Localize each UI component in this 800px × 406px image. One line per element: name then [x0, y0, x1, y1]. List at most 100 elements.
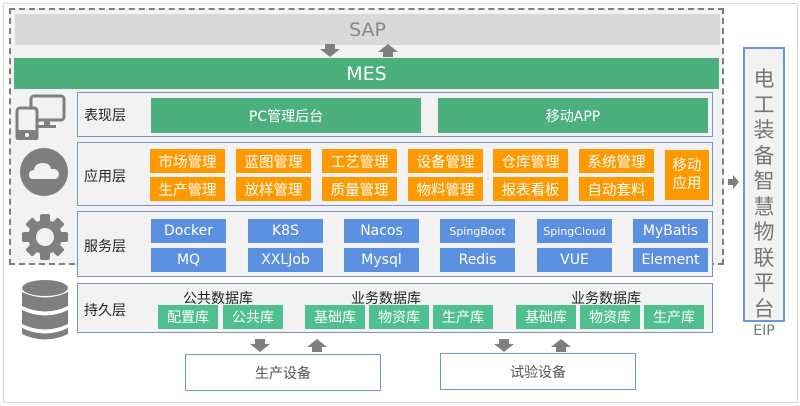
- app-module-label: 仓库管理: [501, 154, 560, 171]
- db-item[interactable]: 基础库: [516, 305, 576, 329]
- devices-icon: [15, 94, 66, 140]
- db-item-label: 基础库: [525, 310, 567, 326]
- app-module[interactable]: 蓝图管理: [236, 149, 311, 173]
- arrow-right-icon: [728, 175, 739, 189]
- db-item[interactable]: 物资库: [580, 305, 640, 329]
- service-component[interactable]: Redis: [440, 248, 515, 272]
- platform-title-char: 物: [753, 220, 775, 244]
- sap-mes-arrows: [320, 44, 398, 57]
- db-item-label: 生产库: [442, 310, 484, 326]
- db-item-label: 生产库: [653, 310, 695, 326]
- platform-title-char: 台: [753, 296, 775, 321]
- arrow-down-icon: [494, 339, 514, 352]
- app-module[interactable]: 设备管理: [408, 149, 483, 173]
- device-arrows-left: [250, 339, 327, 352]
- platform-title-char: 平: [753, 271, 775, 295]
- platform-title-char: 慧: [753, 194, 775, 219]
- app-module-label: 生产管理: [158, 182, 217, 199]
- service-component[interactable]: MyBatis: [633, 219, 708, 243]
- mes-label: MES: [346, 62, 387, 85]
- app-module[interactable]: 报表看板: [493, 177, 568, 201]
- arrow-up-icon: [551, 339, 571, 352]
- db-item[interactable]: 生产库: [433, 305, 493, 329]
- app-module-label: 放样管理: [244, 182, 303, 199]
- db-item[interactable]: 基础库: [305, 305, 365, 329]
- db-item-label: 公共库: [232, 310, 274, 326]
- service-component-label: SpingCloud: [543, 224, 606, 238]
- mobile-application-line2: 应用: [672, 176, 702, 192]
- service-component[interactable]: K8S: [248, 219, 323, 243]
- service-component[interactable]: SpingBoot: [440, 219, 515, 243]
- service-component-label: Docker: [163, 223, 214, 239]
- production-equipment-label: 生产设备: [255, 365, 311, 382]
- app-module[interactable]: 工艺管理: [322, 149, 397, 173]
- db-item-label: 基础库: [314, 310, 356, 326]
- app-module-label: 工艺管理: [330, 154, 389, 171]
- db-item[interactable]: 生产库: [644, 305, 704, 329]
- service-component-label: VUE: [560, 252, 589, 268]
- layer-label-service: 服务层: [84, 239, 126, 255]
- test-equipment-box[interactable]: 试验设备: [440, 353, 636, 390]
- app-module-label: 物料管理: [416, 182, 475, 199]
- service-component-label: Nacos: [360, 223, 403, 239]
- app-module[interactable]: 质量管理: [322, 177, 397, 201]
- db-item[interactable]: 公共库: [223, 305, 283, 329]
- service-component[interactable]: Mysql: [344, 248, 419, 272]
- app-module-label: 质量管理: [330, 182, 389, 199]
- platform-title-char: 装: [753, 118, 775, 142]
- db-item-label: 物资库: [589, 310, 631, 326]
- app-module-label: 市场管理: [158, 154, 217, 171]
- service-component-label: MQ: [176, 252, 201, 268]
- service-component[interactable]: VUE: [537, 248, 612, 272]
- app-module-label: 蓝图管理: [244, 154, 303, 171]
- app-module-label: 报表看板: [501, 182, 560, 199]
- service-component[interactable]: Element: [633, 248, 708, 272]
- service-component[interactable]: Docker: [151, 219, 226, 243]
- arrow-up-icon: [307, 339, 327, 352]
- test-equipment-label: 试验设备: [510, 364, 566, 381]
- app-module[interactable]: 放样管理: [236, 177, 311, 201]
- db-group-title: 业务数据库: [351, 291, 421, 307]
- service-component-label: Redis: [458, 252, 497, 268]
- db-item[interactable]: 物资库: [369, 305, 429, 329]
- service-component[interactable]: XXLJob: [248, 248, 323, 272]
- mes-bar: MES: [14, 58, 719, 89]
- sap-bar: SAP: [15, 14, 720, 45]
- app-module[interactable]: 仓库管理: [493, 149, 568, 173]
- service-component-label: Mysql: [361, 252, 402, 268]
- platform-title-char: 工: [753, 92, 775, 117]
- arrow-down-icon: [320, 44, 340, 57]
- app-module[interactable]: 系统管理: [579, 149, 654, 173]
- layer-label-application: 应用层: [84, 169, 126, 185]
- platform-title-char: 智: [753, 169, 775, 193]
- service-component[interactable]: SpingCloud: [537, 219, 612, 243]
- db-group-title: 业务数据库: [571, 291, 641, 307]
- database-icon: [22, 280, 68, 340]
- app-module[interactable]: 生产管理: [150, 177, 225, 201]
- platform-eip-label: EIP: [753, 323, 775, 339]
- production-equipment-box[interactable]: 生产设备: [185, 354, 381, 391]
- layer-label-persistence: 持久层: [84, 303, 126, 319]
- service-component-label: SpingBoot: [449, 224, 506, 238]
- service-component-label: K8S: [272, 223, 299, 239]
- service-component[interactable]: Nacos: [344, 219, 419, 243]
- mobile-application-button[interactable]: 移动 应用: [665, 150, 709, 200]
- platform-title-char: 电: [753, 67, 775, 91]
- arrow-up-icon: [378, 44, 398, 57]
- mobile-app-button[interactable]: 移动APP: [438, 98, 708, 133]
- app-module-label: 系统管理: [587, 154, 646, 171]
- pc-admin-button[interactable]: PC管理后台: [151, 98, 421, 133]
- app-module[interactable]: 自动套料: [579, 177, 654, 201]
- app-module[interactable]: 物料管理: [408, 177, 483, 201]
- platform-title-char: 联: [753, 245, 775, 270]
- service-component-label: MyBatis: [642, 223, 699, 239]
- cloud-icon: [20, 148, 68, 196]
- service-component-label: Element: [641, 252, 700, 268]
- layer-label-presentation: 表现层: [84, 108, 126, 124]
- service-component-label: XXLJob: [261, 252, 310, 268]
- mobile-application-line1: 移动: [672, 158, 702, 174]
- db-item[interactable]: 配置库: [158, 305, 218, 329]
- service-component[interactable]: MQ: [151, 248, 226, 272]
- app-module[interactable]: 市场管理: [150, 149, 225, 173]
